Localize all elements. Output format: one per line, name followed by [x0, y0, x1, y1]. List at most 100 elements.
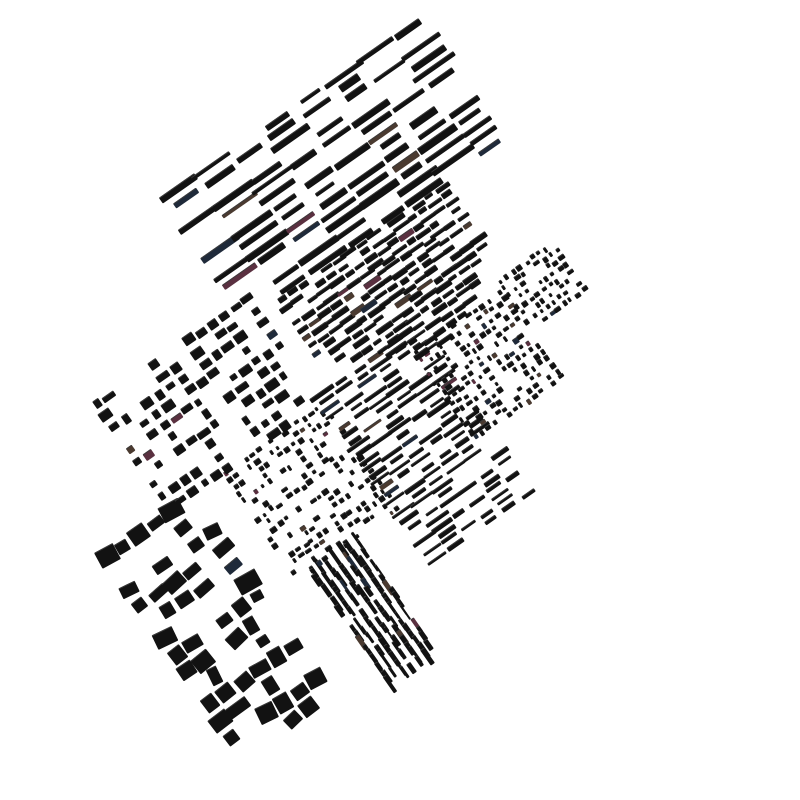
striped-highrise-fragment	[425, 505, 439, 517]
far-right-cluster-fragment	[561, 289, 569, 296]
checkered-tower-fragment	[117, 580, 140, 600]
lower-blocks-fragment	[232, 329, 249, 346]
dotted-midrise-fragment	[372, 500, 379, 508]
right-dotted-tower-fragment	[482, 410, 488, 416]
right-dotted-tower-fragment	[472, 394, 480, 402]
foreground-slabs-fragment	[289, 148, 318, 171]
dotted-midrise-fragment	[262, 512, 268, 518]
lower-blocks-fragment	[180, 401, 195, 415]
far-right-cluster-fragment	[532, 259, 541, 268]
dotted-midrise-fragment	[306, 409, 315, 417]
right-dotted-tower-fragment	[478, 429, 486, 437]
dotted-midrise-fragment	[285, 491, 294, 500]
dotted-midrise-fragment	[267, 504, 275, 513]
lower-blocks-fragment	[177, 372, 190, 385]
far-right-cluster-fragment	[567, 296, 573, 304]
dotted-midrise-fragment	[318, 440, 327, 448]
right-dotted-tower-fragment	[546, 374, 553, 381]
dotted-midrise-fragment	[332, 487, 341, 497]
lower-blocks-fragment	[145, 427, 160, 441]
lower-blocks-fragment	[155, 369, 171, 384]
dotted-midrise-fragment	[337, 467, 344, 474]
dotted-midrise-fragment	[279, 466, 288, 475]
lower-blocks-fragment	[107, 420, 120, 432]
right-dotted-tower-fragment	[495, 357, 503, 366]
right-dotted-tower-fragment	[557, 372, 565, 380]
striped-highrise-fragment	[410, 408, 428, 422]
lower-blocks-fragment	[221, 389, 238, 405]
checkered-tower-fragment	[282, 637, 304, 657]
lower-blocks-fragment	[233, 380, 250, 395]
dotted-midrise-fragment	[311, 427, 317, 433]
right-dotted-tower-fragment	[466, 342, 472, 348]
right-dotted-tower-fragment	[480, 388, 488, 396]
far-right-cluster-fragment	[520, 271, 527, 278]
lower-blocks-fragment	[278, 370, 288, 381]
foreground-slabs-fragment	[372, 58, 406, 84]
far-right-cluster-fragment	[558, 282, 565, 289]
right-dotted-tower-fragment	[488, 374, 496, 381]
right-dotted-tower-fragment	[509, 321, 516, 328]
dotted-midrise-fragment	[270, 541, 280, 551]
far-right-cluster-fragment	[573, 292, 582, 300]
right-dotted-tower-fragment	[472, 308, 479, 315]
lower-blocks-fragment	[256, 365, 271, 380]
lower-blocks-fragment	[183, 382, 198, 395]
foreground-slabs-fragment	[430, 143, 475, 177]
lower-blocks-fragment	[153, 459, 164, 470]
checkered-tower-fragment	[186, 536, 205, 554]
dotted-midrise-fragment	[320, 487, 331, 497]
dotted-midrise-fragment	[305, 461, 314, 470]
far-right-cluster-fragment	[523, 317, 531, 326]
right-dotted-tower-fragment	[529, 375, 536, 381]
lower-blocks-fragment	[193, 397, 203, 407]
curved-dome-building-fragment	[432, 204, 446, 216]
lower-blocks-fragment	[185, 484, 201, 499]
foreground-slabs-fragment	[299, 88, 321, 105]
dotted-midrise-fragment	[318, 538, 326, 546]
striped-highrise-fragment	[458, 479, 478, 495]
right-dotted-tower-fragment	[494, 381, 500, 387]
lower-blocks-fragment	[167, 430, 178, 442]
striped-highrise-fragment	[426, 551, 447, 567]
right-dotted-tower-fragment	[486, 298, 492, 305]
dotted-midrise-fragment	[291, 429, 300, 437]
dotted-midrise-fragment	[355, 505, 363, 513]
curved-dome-building-fragment	[419, 304, 430, 314]
lower-blocks-fragment	[120, 413, 133, 426]
dotted-midrise-fragment	[276, 518, 286, 527]
right-dotted-tower-fragment	[481, 321, 488, 329]
far-right-cluster-fragment	[549, 271, 555, 278]
right-dotted-tower-fragment	[478, 361, 485, 368]
striped-highrise-fragment	[460, 519, 477, 533]
dotted-midrise-fragment	[346, 520, 354, 528]
dotted-midrise-fragment	[248, 451, 257, 459]
dotted-midrise-fragment	[251, 496, 259, 504]
lower-blocks-fragment	[265, 328, 278, 341]
dotted-midrise-fragment	[296, 551, 305, 560]
dotted-midrise-fragment	[305, 477, 315, 486]
lower-blocks-fragment	[97, 407, 115, 424]
far-right-cluster-fragment	[528, 253, 536, 261]
curved-dome-building-fragment	[407, 212, 419, 223]
lower-blocks-fragment	[101, 390, 117, 404]
right-dotted-tower-fragment	[451, 390, 458, 397]
curved-dome-building-fragment	[290, 293, 305, 306]
lower-blocks-fragment	[160, 398, 177, 415]
checkered-tower-fragment	[151, 555, 174, 575]
curved-dome-building-fragment	[343, 268, 355, 279]
lower-blocks-fragment	[172, 442, 188, 457]
lower-blocks-fragment	[151, 408, 162, 421]
striped-highrise-fragment	[521, 487, 536, 500]
lower-blocks-fragment	[165, 380, 177, 392]
right-dotted-tower-fragment	[514, 314, 522, 323]
right-dotted-tower-fragment	[467, 358, 474, 365]
far-right-cluster-fragment	[581, 284, 589, 293]
striped-highrise-fragment	[407, 518, 422, 531]
dotted-midrise-fragment	[368, 513, 375, 520]
lower-blocks-fragment	[209, 468, 224, 483]
dotted-midrise-fragment	[323, 420, 331, 427]
curved-dome-building-fragment	[335, 336, 352, 349]
curved-dome-building-fragment	[461, 294, 478, 308]
right-dotted-tower-fragment	[472, 432, 479, 439]
